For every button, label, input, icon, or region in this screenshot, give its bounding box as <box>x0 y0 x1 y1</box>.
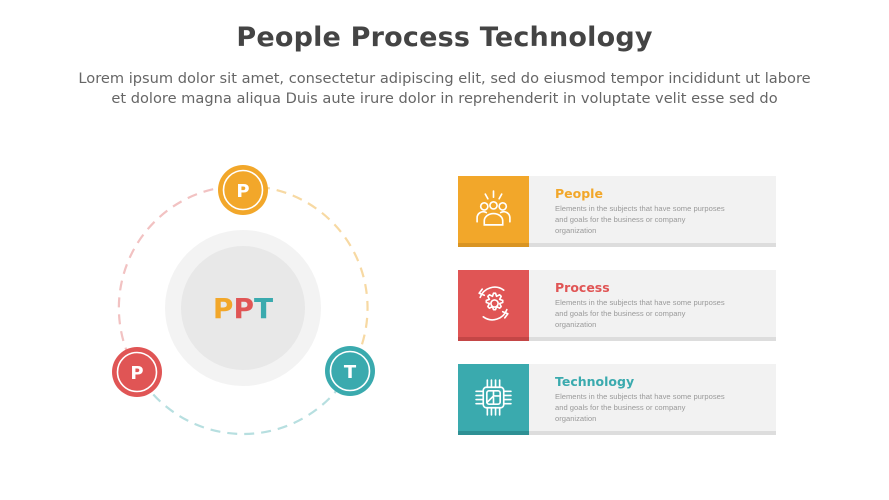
card-people-icon-block <box>458 176 529 243</box>
arc-process-people <box>117 184 244 373</box>
subtitle-line-1: Lorem ipsum dolor sit amet, consectetur … <box>78 70 811 87</box>
arc-technology-process <box>136 370 351 436</box>
card-process-icon-block <box>458 270 529 337</box>
chip-icon <box>475 379 512 416</box>
center-inner-circle <box>181 246 305 370</box>
gear-cycle-icon <box>478 286 509 321</box>
card-process-description: Elements in the subjects that have some … <box>555 298 725 329</box>
page-title: People Process Technology <box>236 22 653 53</box>
node-people-letter: P <box>236 181 249 202</box>
center-letter-p2: P <box>233 292 254 325</box>
card-technology-description: Elements in the subjects that have some … <box>555 392 725 423</box>
card-people-stripe <box>458 243 529 247</box>
subtitle-line-2: et dolore magna aliqua Duis aute irure d… <box>111 90 778 107</box>
center-letter-p1: P <box>213 292 234 325</box>
card-people-description: Elements in the subjects that have some … <box>555 204 725 235</box>
card-process-title: Process <box>555 280 610 295</box>
node-people: P <box>218 165 268 215</box>
center-label: PPT <box>213 292 273 325</box>
center-letter-t: T <box>254 292 273 325</box>
people-group-icon <box>476 190 511 226</box>
card-technology-stripe <box>458 431 529 435</box>
card-technology: Technology Elements in the subjects that… <box>458 364 776 435</box>
node-process-letter: P <box>130 363 143 384</box>
card-technology-title: Technology <box>555 374 635 389</box>
card-technology-icon-block <box>458 364 529 431</box>
page-subtitle: Lorem ipsum dolor sit amet, consectetur … <box>0 69 889 109</box>
card-people: People Elements in the subjects that hav… <box>458 176 776 247</box>
card-people-title: People <box>555 186 603 201</box>
node-technology-letter: T <box>344 362 357 383</box>
node-process: P <box>112 347 162 397</box>
arc-people-technology <box>242 184 369 372</box>
card-process: Process Elements in the subjects that ha… <box>458 270 776 341</box>
card-process-stripe <box>458 337 529 341</box>
node-technology: T <box>325 346 375 396</box>
